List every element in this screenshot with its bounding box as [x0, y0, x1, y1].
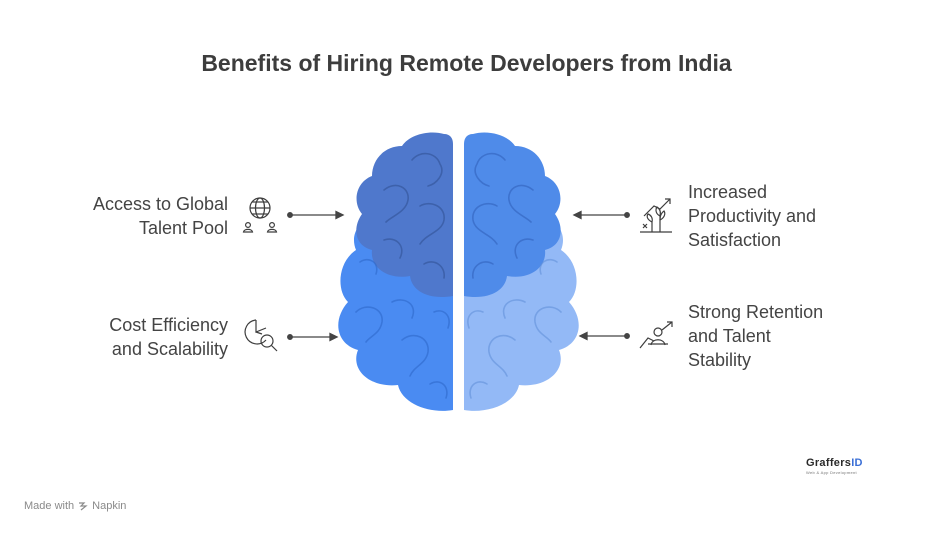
benefit-label-line: Satisfaction [688, 230, 782, 250]
connector-arrows [287, 210, 630, 342]
logo-tagline: Web & App Development [806, 470, 857, 475]
benefit-label-global-talent: Access to Global Talent Pool [93, 192, 228, 240]
benefit-label-line: Cost Efficiency [109, 315, 228, 335]
connector-cost-efficiency [287, 332, 339, 342]
napkin-logo-icon [79, 502, 88, 511]
benefit-label-retention: Strong Retention and Talent Stability [688, 300, 823, 372]
brain-left-top-shape [356, 132, 453, 298]
footer-brand: Napkin [92, 500, 127, 512]
benefit-label-line: Increased [688, 182, 768, 202]
footer-made-with: Made with [24, 500, 75, 512]
connector-retention [578, 331, 630, 341]
chart-magnifier-icon [244, 319, 278, 352]
connector-global-talent [287, 210, 345, 220]
person-growth-icon [639, 321, 673, 349]
benefit-label-line: Productivity and [688, 206, 817, 226]
brain-right-top-shape [464, 132, 561, 298]
logo-suffix: ID [851, 457, 863, 469]
benefit-label-line: Strong Retention [688, 302, 824, 322]
brain-left-folds [383, 152, 445, 279]
logo-prefix: Graffers [806, 457, 852, 469]
benefit-label-line: Access to Global [92, 194, 228, 214]
benefit-label-cost-efficiency: Cost Efficiency and Scalability [109, 313, 228, 361]
brain-left-bottom-folds [355, 258, 450, 399]
globe-people-icon [242, 197, 278, 233]
footer: Made with Napkin [24, 500, 126, 512]
brain-right-folds [472, 152, 534, 279]
benefit-label-line: and Scalability [111, 339, 228, 359]
brain-right-bottom-folds [467, 258, 562, 399]
diagram-title: Benefits of Hiring Remote Developers fro… [201, 50, 732, 76]
benefit-label-productivity: Increased Productivity and Satisfaction [688, 180, 816, 252]
benefit-label-line: Stability [688, 350, 752, 370]
connector-productivity [572, 210, 630, 220]
benefit-label-line: Talent Pool [138, 218, 228, 238]
graffersid-logo: GraffersID Web & App Development [806, 457, 863, 475]
benefit-label-line: and Talent [688, 326, 771, 346]
brain-left-top-lobe [356, 132, 453, 298]
growth-plant-icon [640, 198, 672, 233]
brain-right-top-lobe [464, 132, 561, 298]
